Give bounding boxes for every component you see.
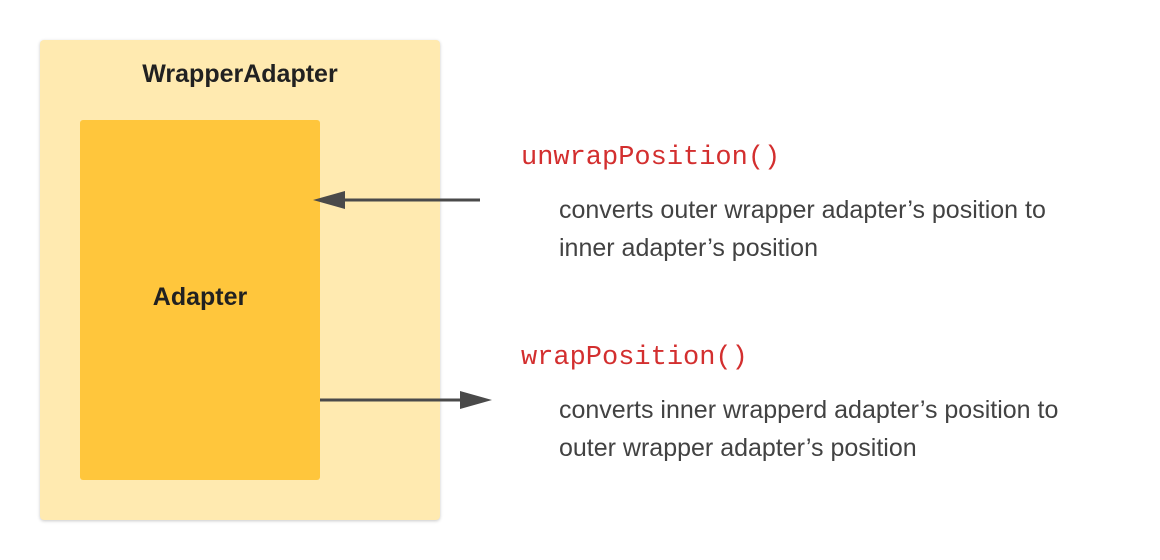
wrap-position-method: wrapPosition() [521,343,748,373]
unwrap-position-method: unwrapPosition() [521,143,781,173]
unwrap-description-line1: converts outer wrapper adapter’s positio… [559,196,1046,224]
wrap-description-line1: converts inner wrapperd adapter’s positi… [559,396,1059,424]
wrap-arrowhead-icon [460,391,492,409]
wrapper-adapter-title: WrapperAdapter [142,60,338,88]
adapter-title: Adapter [152,283,248,311]
wrap-description-line2: outer wrapper adapter’s position [559,434,917,462]
unwrap-description-line2: inner adapter’s position [559,234,818,262]
adapter-box [80,120,320,480]
unwrap-arrowhead-icon [313,191,345,209]
